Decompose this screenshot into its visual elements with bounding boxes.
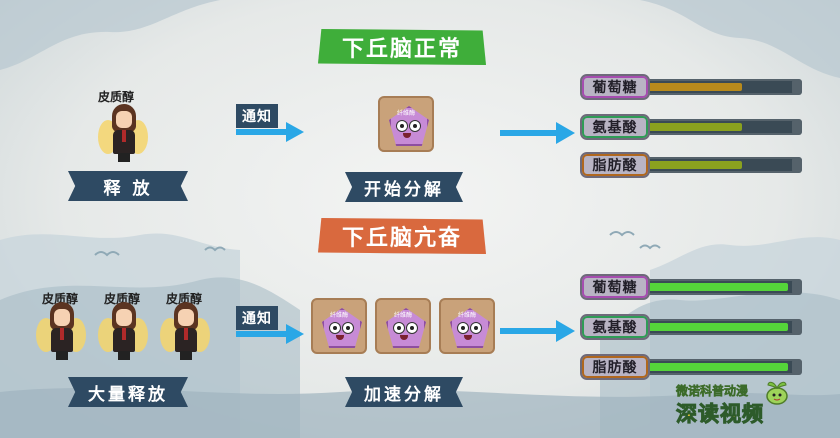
notify-arrow: 通知 xyxy=(236,306,306,346)
release-label: 释 放 xyxy=(103,178,153,199)
gauge-fill xyxy=(636,283,788,291)
gauge-fatty-acid: 脂肪酸 xyxy=(580,152,808,178)
hormone-label: 皮质醇 xyxy=(166,292,203,306)
title-normal-text: 下丘脑正常 xyxy=(341,37,462,62)
release-ribbon: 释 放 xyxy=(68,171,188,201)
watermark-line1: 微诺科普动漫 xyxy=(676,384,749,399)
mass-release-label: 大量释放 xyxy=(88,384,168,405)
accelerate-ribbon: 加速分解 xyxy=(345,377,463,407)
right-arrow-icon xyxy=(500,122,575,144)
process-label: 开始分解 xyxy=(364,179,444,200)
title-normal: 下丘脑正常 xyxy=(318,29,486,65)
notify-label: 通知 xyxy=(236,306,278,330)
enzyme-icon: 纤维酶 xyxy=(378,96,434,152)
gauge-glucose: 葡萄糖 xyxy=(580,74,808,100)
gauge-fill xyxy=(636,363,788,371)
title-excited: 下丘脑亢奋 xyxy=(318,218,486,254)
gauge-glucose: 葡萄糖 xyxy=(580,274,808,300)
gauge-label: 葡萄糖 xyxy=(592,80,638,96)
cortisol-character xyxy=(36,300,86,362)
accelerate-label: 加速分解 xyxy=(364,384,444,405)
gauge-fill xyxy=(636,123,742,131)
mass-release-ribbon: 大量释放 xyxy=(68,377,188,407)
right-arrow-icon xyxy=(500,320,575,342)
title-excited-text: 下丘脑亢奋 xyxy=(341,226,462,251)
enzyme-icon: 纤维酶 xyxy=(311,298,367,354)
gauge-fill xyxy=(636,161,742,169)
notify-arrow: 通知 xyxy=(236,104,306,144)
sprout-mascot-icon xyxy=(766,381,788,405)
hormone-label: 皮质醇 xyxy=(98,90,135,104)
watermark-line2: 深读视频 xyxy=(676,402,764,427)
hormone-label: 皮质醇 xyxy=(42,292,79,306)
notify-label: 通知 xyxy=(236,104,278,128)
cortisol-character xyxy=(98,102,148,164)
gauge-label: 脂肪酸 xyxy=(592,158,638,174)
gauge-amino-acid: 氨基酸 xyxy=(580,114,808,140)
enzyme-icon: 纤维酶 xyxy=(439,298,495,354)
gauge-fill xyxy=(636,323,788,331)
gauge-amino-acid: 氨基酸 xyxy=(580,314,808,340)
process-ribbon: 开始分解 xyxy=(345,172,463,202)
gauge-label: 脂肪酸 xyxy=(592,360,638,376)
right-arrow-icon xyxy=(236,122,304,142)
gauge-label: 氨基酸 xyxy=(592,120,638,136)
gauge-fill xyxy=(636,83,742,91)
cortisol-character xyxy=(98,300,148,362)
gauge-label: 葡萄糖 xyxy=(592,280,638,296)
cortisol-character xyxy=(160,300,210,362)
gauge-label: 氨基酸 xyxy=(592,320,638,336)
gauge-fatty-acid: 脂肪酸 xyxy=(580,354,808,380)
hormone-label: 皮质醇 xyxy=(104,292,141,306)
right-arrow-icon xyxy=(236,324,304,344)
enzyme-icon: 纤维酶 xyxy=(375,298,431,354)
